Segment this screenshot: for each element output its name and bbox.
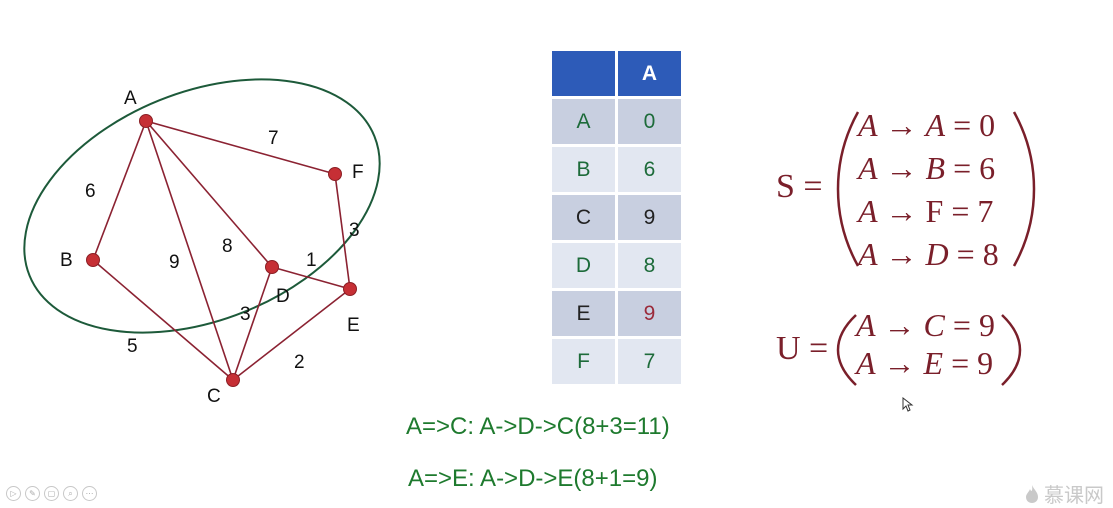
row-distance-value: 8 [618,243,684,291]
node-label-a: A [124,88,137,109]
node-label-f: F [352,162,364,183]
edge-d-e [271,266,351,290]
set-s-entry: A → B = 6 [858,150,996,186]
edge-a-f [145,120,336,175]
node-c [226,373,240,387]
row-vertex-name: B [552,147,618,195]
node-b [86,253,100,267]
set-s-entry: A → A = 0 [858,107,996,143]
set-s-entries: A → A = 0 A → B = 6 A → F = 7 A → D = 8 [858,104,999,276]
edge-d-c [232,266,273,381]
row-vertex-name: A [552,99,618,147]
table-row: C 9 [552,195,684,243]
set-s-label: S = [776,168,823,205]
node-e [343,282,357,296]
row-vertex-name: C [552,195,618,243]
edge-weight-b-c: 5 [127,336,138,357]
row-distance-value: 9 [618,291,684,339]
edge-b-c [92,259,234,381]
row-distance-value: 7 [618,339,684,387]
set-s-entry: A → D = 8 [858,236,999,272]
slides-icon[interactable]: ▢ [44,486,59,501]
set-s-entry: A → F = 7 [858,193,994,229]
pen-icon[interactable]: ✎ [25,486,40,501]
table-header-row: A [552,51,684,99]
distance-table: A A 0 B 6 C 9 D 8 E 9 F 7 [552,51,684,387]
node-d [265,260,279,274]
edge-weight-f-e: 3 [349,220,360,241]
table-row: A 0 [552,99,684,147]
row-vertex-name: E [552,291,618,339]
node-label-e: E [347,315,360,336]
table-corner-cell [552,51,618,99]
play-icon[interactable]: ▷ [6,486,21,501]
edge-weight-a-d: 8 [222,236,233,257]
table-row: E 9 [552,291,684,339]
edge-a-d [145,120,273,268]
edge-weight-a-b: 6 [85,181,96,202]
flame-icon [1026,484,1038,503]
row-vertex-name: F [552,339,618,387]
set-u-entry: A → C = 9 [856,307,995,343]
edge-weight-a-f: 7 [268,128,279,149]
watermark: 慕课网 [1024,479,1104,508]
node-label-d: D [276,286,290,307]
cluster-ellipse [23,78,381,334]
path-a-to-c: A=>C: A->D->C(8+3=11) [406,413,670,440]
zoom-icon[interactable]: ⌕ [63,486,78,501]
more-icon[interactable]: ⋯ [82,486,97,501]
set-u-entry: A → E = 9 [856,345,994,381]
slide-toolbar: ▷ ✎ ▢ ⌕ ⋯ [6,486,97,501]
mouse-cursor-icon [902,397,914,412]
edge-weight-d-c: 3 [240,304,251,325]
edge-a-b [92,120,147,261]
set-u-label: U = [776,330,829,367]
table-row: F 7 [552,339,684,387]
graph-diagram: 7 6 9 8 1 3 3 5 2 A B C D E F [23,78,381,407]
set-u-left-paren [836,314,857,386]
edge-weight-c-e: 2 [294,352,305,373]
table-header-a: A [618,51,684,99]
row-vertex-name: D [552,243,618,291]
set-u-right-paren [1001,314,1022,386]
row-distance-value: 9 [618,195,684,243]
node-label-c: C [207,386,221,407]
watermark-text: 慕课网 [1044,483,1104,507]
path-a-to-e: A=>E: A->D->E(8+1=9) [408,465,658,492]
table-row: D 8 [552,243,684,291]
row-distance-value: 6 [618,147,684,195]
edge-f-e [334,173,351,290]
edge-weight-d-e: 1 [306,250,317,271]
set-s-left-paren [836,111,860,267]
table-row: B 6 [552,147,684,195]
set-s-right-paren [1012,111,1036,267]
edge-a-c [145,120,234,381]
edge-c-e [232,288,351,381]
node-a [139,114,153,128]
node-label-b: B [60,250,73,271]
edge-weight-a-c: 9 [169,252,180,273]
row-distance-value: 0 [618,99,684,147]
node-f [328,167,342,181]
